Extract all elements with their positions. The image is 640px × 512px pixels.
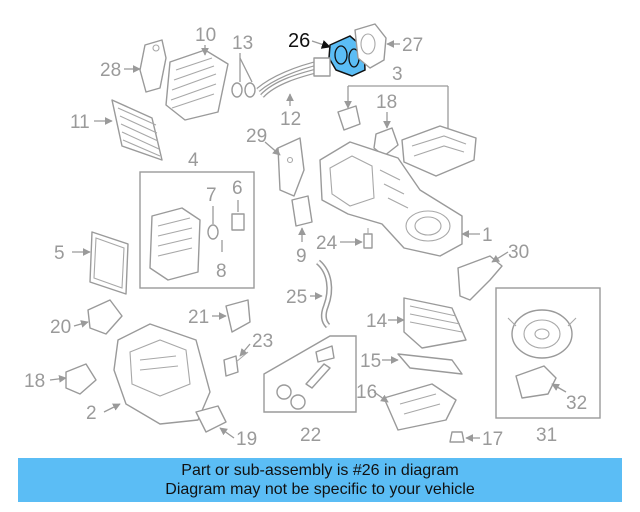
callout-18-lower[interactable]: 18 <box>24 371 45 392</box>
part-4-evaporator[interactable] <box>149 207 201 281</box>
callout-29[interactable]: 29 <box>246 126 267 147</box>
part-12-refrigerant-lines[interactable] <box>256 57 331 98</box>
group-box-22 <box>263 335 357 413</box>
part-7-o-ring[interactable] <box>207 224 219 240</box>
callout-16[interactable]: 16 <box>356 382 377 403</box>
part-2-lower-case[interactable] <box>113 323 211 425</box>
callout-6[interactable]: 6 <box>232 178 243 199</box>
callout-10[interactable]: 10 <box>195 25 216 46</box>
callout-4[interactable]: 4 <box>188 150 199 171</box>
group-box-31 <box>495 287 601 419</box>
info-banner: Part or sub-assembly is #26 in diagram D… <box>18 458 622 502</box>
part-16-tray[interactable] <box>383 383 457 431</box>
callout-23[interactable]: 23 <box>252 331 273 352</box>
part-30-duct[interactable] <box>457 255 503 301</box>
callout-22[interactable]: 22 <box>300 425 321 446</box>
part-25-drain-hose[interactable] <box>315 259 333 329</box>
callout-15[interactable]: 15 <box>360 351 381 372</box>
part-28-bracket[interactable] <box>139 39 167 93</box>
part-24-bolt[interactable] <box>363 228 373 249</box>
callout-24[interactable]: 24 <box>316 233 338 254</box>
callout-32[interactable]: 32 <box>566 393 587 414</box>
part-29-bracket[interactable] <box>277 137 305 197</box>
group-box-4 <box>139 171 255 289</box>
part-20-actuator[interactable] <box>87 299 123 335</box>
part-15-seal[interactable] <box>397 353 463 375</box>
parts-diagram: 26 27 10 28 13 12 11 <box>24 23 601 450</box>
callout-8[interactable]: 8 <box>216 261 227 282</box>
part-13-seals[interactable] <box>231 82 256 98</box>
callout-2[interactable]: 2 <box>86 403 97 424</box>
callout-12[interactable]: 12 <box>280 109 301 130</box>
callout-9[interactable]: 9 <box>296 246 307 267</box>
part-17-clip[interactable] <box>449 431 465 443</box>
part-31-blower-motor[interactable] <box>507 309 577 359</box>
callout-5[interactable]: 5 <box>54 243 65 264</box>
callout-31[interactable]: 31 <box>536 425 557 446</box>
callout-14[interactable]: 14 <box>366 311 388 332</box>
callout-11[interactable]: 11 <box>70 112 90 133</box>
part-3-mode-door-housing[interactable] <box>401 125 477 177</box>
part-6-valve[interactable] <box>231 213 245 231</box>
callout-26[interactable]: 26 <box>288 30 310 52</box>
banner-line-1: Part or sub-assembly is #26 in diagram <box>181 462 459 479</box>
callout-18-upper[interactable]: 18 <box>376 92 397 113</box>
part-18-upper-actuator[interactable] <box>373 127 399 157</box>
callout-1[interactable]: 1 <box>482 225 493 246</box>
callout-7[interactable]: 7 <box>206 185 217 206</box>
part-11-heater-core[interactable] <box>111 99 163 161</box>
part-23-sensor[interactable] <box>223 351 249 377</box>
callout-27[interactable]: 27 <box>402 35 423 56</box>
part-1-hvac-case[interactable] <box>319 141 463 257</box>
part-22-linkage-kit[interactable] <box>276 345 335 410</box>
part-21-bracket[interactable] <box>225 299 251 333</box>
callout-21[interactable]: 21 <box>188 307 209 328</box>
callout-25[interactable]: 25 <box>286 287 307 308</box>
part-9-sensor[interactable] <box>291 195 313 227</box>
part-27-gasket[interactable] <box>354 23 387 69</box>
part-14-filter[interactable] <box>403 297 467 349</box>
callout-19[interactable]: 19 <box>236 429 257 450</box>
leader-26 <box>311 40 331 49</box>
part-32-resistor[interactable] <box>515 365 557 399</box>
callout-28[interactable]: 28 <box>100 60 121 81</box>
callout-3[interactable]: 3 <box>392 64 403 85</box>
callout-30[interactable]: 30 <box>508 242 529 263</box>
part-3-small-door[interactable] <box>337 105 361 131</box>
callout-13[interactable]: 13 <box>232 33 253 54</box>
banner-line-2: Diagram may not be specific to your vehi… <box>165 481 475 498</box>
part-18-lower-actuator[interactable] <box>65 363 97 395</box>
part-5-filter[interactable] <box>89 231 129 295</box>
callout-20[interactable]: 20 <box>50 317 71 338</box>
part-10-cabin-filter[interactable] <box>165 49 229 121</box>
callout-17[interactable]: 17 <box>482 429 503 450</box>
part-19-connector[interactable] <box>195 405 227 433</box>
